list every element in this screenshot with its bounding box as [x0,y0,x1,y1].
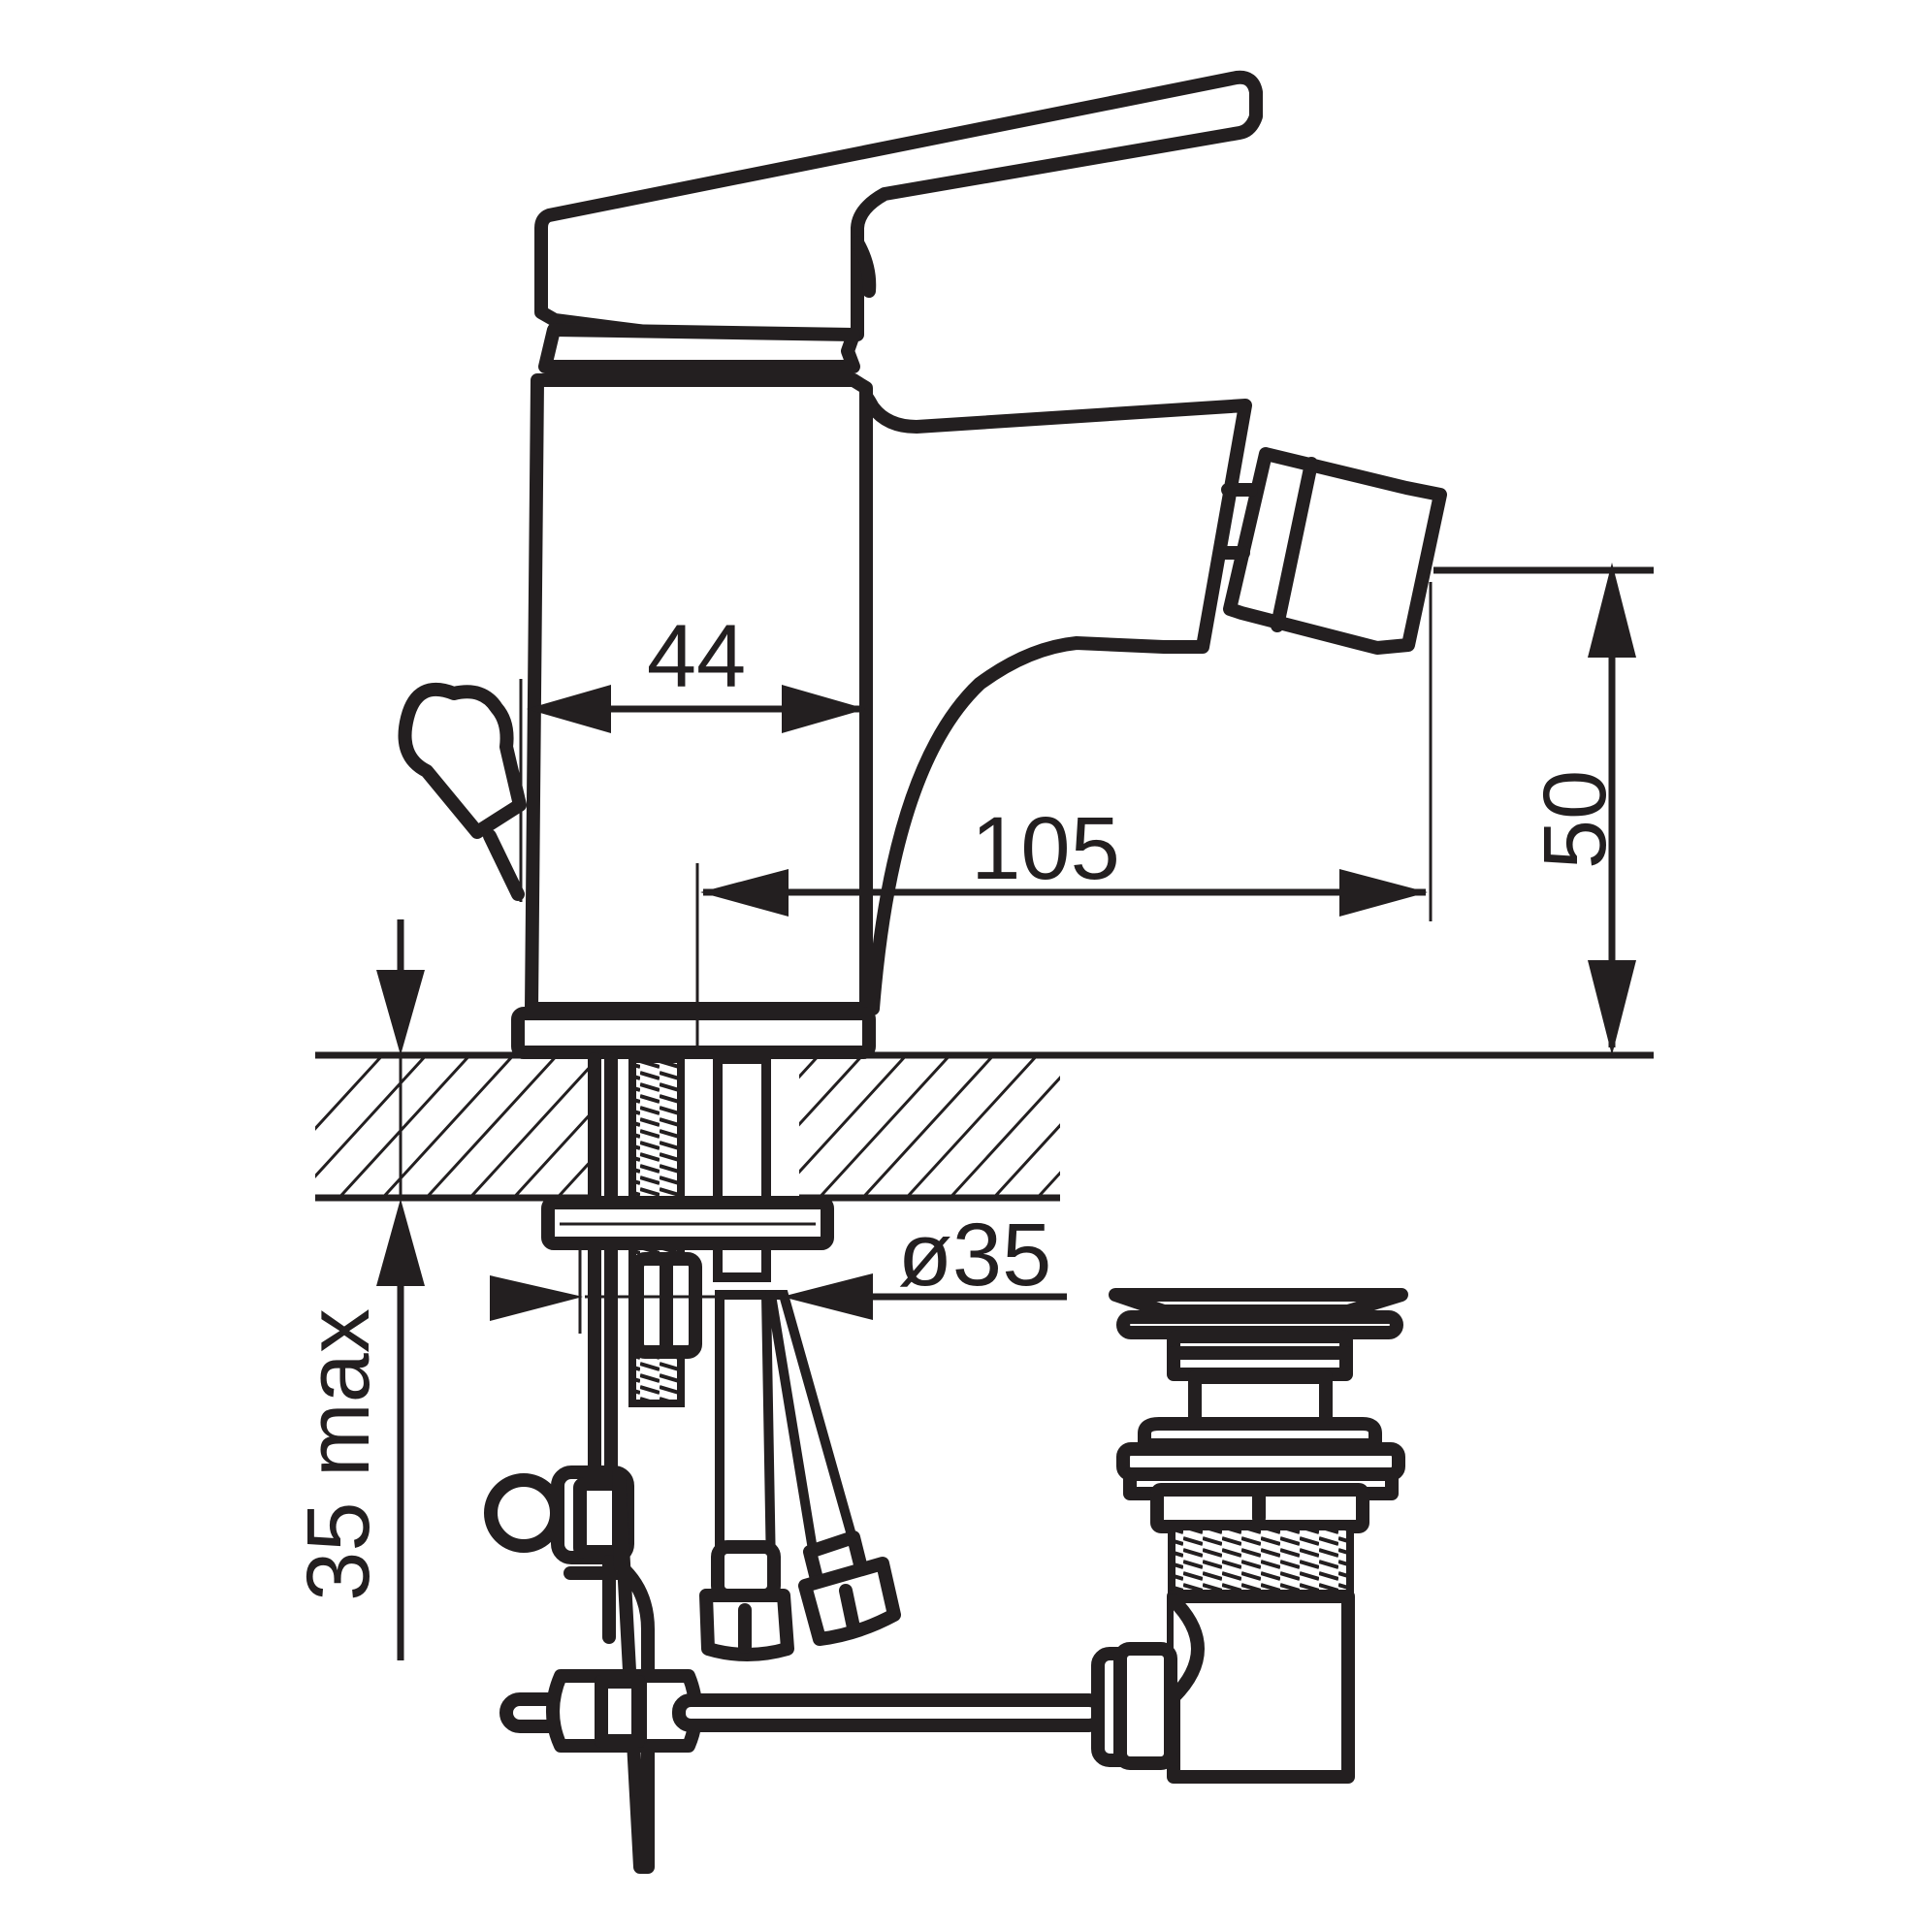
clamp-ring-icon [484,1473,564,1553]
dimension-44: 44 [519,607,872,1009]
dimension-105-label: 105 [971,799,1120,898]
aerator-ring-line [1271,457,1318,632]
waste-tailpiece [1167,1590,1355,1784]
mixer-body [525,373,873,1015]
body-base-ring [511,1007,876,1059]
pop-up-rod-clamp [484,1465,634,1644]
swivel-aerator [1213,447,1447,655]
flexible-hose-1 [715,1290,777,1576]
waste-thread [1168,1523,1354,1600]
pop-up-lift-rod [398,683,527,901]
lever-handle [534,70,1263,341]
dimension-105: 105 [695,582,1433,1055]
dimension-44-label: 44 [647,607,746,706]
dimension-hole-diameter: ø35 [490,1206,1067,1334]
pop-up-waste [1091,1288,1408,1784]
dimension-35-max: 35 max [289,919,425,1660]
pop-up-linkage [499,1669,1108,1753]
spout [847,373,1252,1015]
handle-pivot-bulge [851,236,877,298]
countertop-section [315,1051,1654,1202]
dimension-diameter-label: ø35 [898,1206,1052,1304]
lever-collar [538,323,860,373]
dimension-50-label: 50 [1526,770,1625,869]
flexible-hose-2 [765,1290,859,1569]
dimension-35-max-label: 35 max [289,1308,388,1601]
flexible-hoses [699,1290,901,1661]
waste-plug-cap [1109,1288,1408,1318]
dimension-50: 50 [1433,563,1654,1055]
lift-rod-knob-icon [398,683,527,839]
horizontal-rod [672,1693,1108,1732]
